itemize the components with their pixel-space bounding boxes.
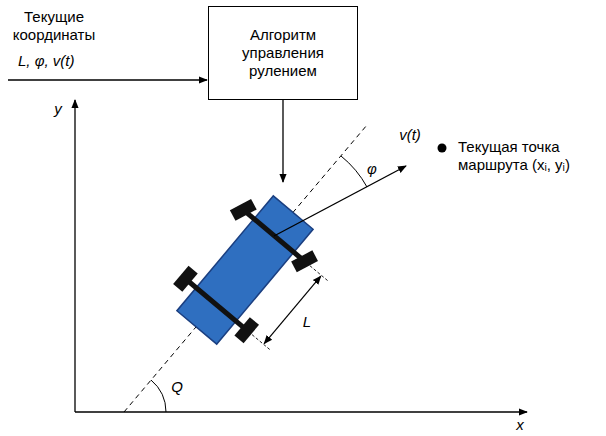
x-axis — [75, 411, 527, 412]
axis-label: x — [512, 416, 528, 434]
axis-label: y — [50, 100, 66, 118]
y-axis — [74, 100, 75, 412]
input-label: Текущие координаты — [2, 8, 106, 44]
point-label: Текущая точка маршрута (xᵢ, yᵢ) — [458, 138, 600, 174]
route-point — [438, 144, 447, 153]
wheel — [234, 317, 259, 343]
car-body — [177, 196, 313, 344]
velocity-vector — [274, 166, 406, 236]
wheel — [173, 266, 198, 292]
rear-axle — [185, 279, 246, 330]
angle-label: φ — [362, 160, 382, 178]
heading-line — [124, 125, 367, 412]
car — [158, 180, 346, 372]
extension-line — [252, 335, 270, 350]
wheel — [230, 199, 257, 221]
angle-arc — [341, 156, 367, 187]
input-symbols: L, φ, v(t) — [18, 52, 108, 70]
vector-label: v(t) — [388, 126, 432, 144]
input-arrow — [8, 79, 207, 80]
angle-arc — [151, 380, 166, 412]
control-arrow — [282, 100, 283, 182]
box-text: Алгоритм управления рулением — [219, 26, 347, 80]
process-box: Алгоритм управления рулением — [208, 6, 358, 100]
dimension-label: L — [298, 313, 316, 331]
dimension-line — [264, 276, 321, 343]
angle-label: Q — [168, 378, 186, 396]
